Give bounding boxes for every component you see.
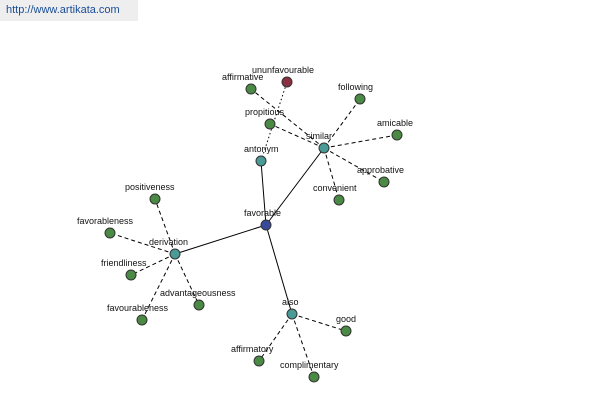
graph-labels: favorable antonym similar derivation also unu… <box>77 65 413 370</box>
node-amicable[interactable] <box>391 129 403 141</box>
graph-edges <box>109 81 398 378</box>
node-label-advantageousness: advantageousness <box>160 288 236 298</box>
node-derivation[interactable] <box>169 248 181 260</box>
graph-nodes <box>104 76 403 383</box>
edge-similar-amicable <box>323 134 398 149</box>
node-label-derivation: derivation <box>149 237 188 247</box>
node-label-favorableness: favorableness <box>77 216 134 226</box>
edge-derivation-positiveness <box>154 198 176 255</box>
node-convenient[interactable] <box>333 194 345 206</box>
node-good[interactable] <box>340 325 352 337</box>
edge-derivation-advantageousness <box>174 253 200 306</box>
edge-favorable-derivation <box>174 224 267 255</box>
node-label-approbative: approbative <box>357 165 404 175</box>
node-label-good: good <box>336 314 356 324</box>
node-positiveness[interactable] <box>149 193 161 205</box>
edge-favorable-also <box>265 224 293 315</box>
edge-similar-propitious <box>269 123 325 149</box>
edge-similar-following <box>323 98 361 149</box>
edge-derivation-favorableness <box>109 232 176 255</box>
node-antonym[interactable] <box>255 155 267 167</box>
node-friendliness[interactable] <box>125 269 137 281</box>
node-also[interactable] <box>286 308 298 320</box>
node-label-friendliness: friendliness <box>101 258 147 268</box>
edge-antonym-ununfavourable <box>260 81 288 162</box>
node-favourableness[interactable] <box>136 314 148 326</box>
site-url-link[interactable]: http://www.artikata.com <box>0 0 138 21</box>
node-similar[interactable] <box>318 142 330 154</box>
node-label-affirmatory: affirmatory <box>231 344 274 354</box>
node-advantageousness[interactable] <box>193 299 205 311</box>
node-affirmative[interactable] <box>245 83 257 95</box>
edge-similar-approbative <box>323 147 385 183</box>
node-propitious[interactable] <box>264 118 276 130</box>
edge-similar-affirmative <box>250 88 325 149</box>
node-favorable[interactable] <box>260 219 272 231</box>
node-label-antonym: antonym <box>244 144 279 154</box>
node-favorableness[interactable] <box>104 227 116 239</box>
node-approbative[interactable] <box>378 176 390 188</box>
node-affirmatory[interactable] <box>253 355 265 367</box>
node-ununfavourable[interactable] <box>281 76 293 88</box>
node-label-similar: similar <box>306 131 332 141</box>
node-label-also: also <box>282 297 299 307</box>
node-label-propitious: propitious <box>245 107 285 117</box>
edge-favorable-similar <box>265 147 325 226</box>
node-label-affirmative: affirmative <box>222 72 263 82</box>
node-complimentary[interactable] <box>308 371 320 383</box>
edge-similar-convenient <box>323 147 340 201</box>
edge-favorable-antonym <box>260 160 267 226</box>
node-label-favorable: favorable <box>244 208 281 218</box>
node-label-convenient: convenient <box>313 183 357 193</box>
node-label-complimentary: complimentary <box>280 360 339 370</box>
node-label-following: following <box>338 82 373 92</box>
edge-also-good <box>291 313 347 332</box>
edge-also-affirmatory <box>258 313 293 362</box>
node-label-favourableness: favourableness <box>107 303 169 313</box>
edge-derivation-favourableness <box>141 253 176 321</box>
edge-derivation-friendliness <box>130 253 176 276</box>
node-label-ununfavourable: ununfavourable <box>252 65 314 75</box>
node-label-positiveness: positiveness <box>125 182 175 192</box>
node-label-amicable: amicable <box>377 118 413 128</box>
node-following[interactable] <box>354 93 366 105</box>
